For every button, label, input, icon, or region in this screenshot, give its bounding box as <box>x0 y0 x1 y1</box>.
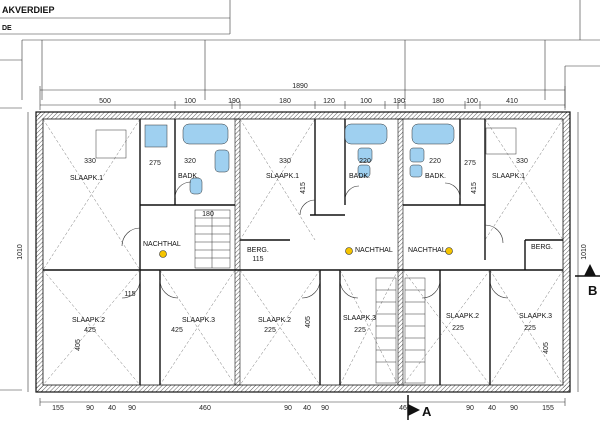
inner-dimension: 225 <box>354 327 366 334</box>
room-label-nachthal-right: NACHTHAL <box>408 247 446 254</box>
stairs <box>194 209 426 384</box>
room-label-nachthal-mid: NACHTHAL <box>355 247 393 254</box>
inner-dimension: 275 <box>464 160 476 167</box>
inner-dimension: 225 <box>524 325 536 332</box>
inner-dimension: 275 <box>149 160 161 167</box>
inner-dimension: 425 <box>84 327 96 334</box>
bottom-dimension: 155 <box>52 405 64 412</box>
ceiling-light-icon <box>159 250 167 258</box>
top-dimension-3: 190 <box>228 98 240 105</box>
inner-dimension: 425 <box>171 327 183 334</box>
room-label-slaapk3-b: SLAAPK.3 <box>343 315 376 322</box>
section-label-a: A <box>422 404 432 419</box>
bottom-dimension: 155 <box>542 405 554 412</box>
section-mark-b: B <box>575 264 600 298</box>
inner-dimension: 405 <box>305 316 312 328</box>
bottom-dimension: 90 <box>321 405 329 412</box>
room-label-slaapk3-a: SLAAPK.3 <box>182 317 215 324</box>
bottom-dimension: 40 <box>108 405 116 412</box>
inner-dimension: 405 <box>543 342 550 354</box>
inner-dimension: 330 <box>279 158 291 165</box>
top-dimension-4: 180 <box>279 98 291 105</box>
bottom-dimension: 90 <box>128 405 136 412</box>
street-name: AKVERDIEP <box>2 5 55 15</box>
room-label-nachthal-left: NACHTHAL <box>143 241 181 248</box>
bottom-dimension: 90 <box>510 405 518 412</box>
inner-dimension: 330 <box>516 158 528 165</box>
room-label-badk-right: BADK. <box>425 173 446 180</box>
room-label-slaapk1-left: SLAAPK.1 <box>70 175 103 182</box>
top-dimension-lines <box>39 86 566 110</box>
overall-dimension: 1890 <box>292 83 308 90</box>
bottom-dimension: 90 <box>284 405 292 412</box>
top-dimension-9: 100 <box>466 98 478 105</box>
top-dimension-6: 100 <box>360 98 372 105</box>
interior-walls <box>43 119 563 385</box>
side-dimension-left: 1010 <box>17 244 24 260</box>
room-diagonals <box>42 118 564 386</box>
inner-dimension: 115 <box>252 256 263 263</box>
room-label-slaapk2-a: SLAAPK.2 <box>72 317 105 324</box>
inner-dimension: 115 <box>124 291 135 298</box>
inner-dimension: 320 <box>184 158 196 165</box>
room-label-berg-left: BERG. <box>247 247 269 254</box>
top-dimension-10: 410 <box>506 98 518 105</box>
inner-dimension: 405 <box>75 339 82 351</box>
bottom-dimension: 40 <box>303 405 311 412</box>
bottom-dimension: 90 <box>466 405 474 412</box>
room-label-slaapk3-c: SLAAPK.3 <box>519 313 552 320</box>
room-label-slaapk2-b: SLAAPK.2 <box>258 317 291 324</box>
top-dimension-2: 100 <box>184 98 196 105</box>
top-dimension-1: 500 <box>99 98 111 105</box>
room-label-slaapk1-right: SLAAPK.1 <box>492 173 525 180</box>
room-label-berg-right: BERG. <box>531 244 553 251</box>
bottom-dimension: 90 <box>86 405 94 412</box>
top-dimension-5: 120 <box>323 98 335 105</box>
inner-dimension: 225 <box>264 327 276 334</box>
bottom-dimension-lines <box>39 398 566 406</box>
bottom-dimension: 460 <box>199 405 211 412</box>
top-dimension-7: 190 <box>393 98 405 105</box>
inner-dimension: 225 <box>452 325 464 332</box>
room-label-badk-left: BADK. <box>178 173 199 180</box>
outer-walls <box>35 111 571 393</box>
room-label-slaapk2-c: SLAAPK.2 <box>446 313 479 320</box>
street-name-suffix: DE <box>2 25 12 32</box>
inner-dimension: 415 <box>300 182 307 194</box>
inner-dimension: 220 <box>359 158 371 165</box>
inner-dimension: 330 <box>84 158 96 165</box>
ceiling-light-icon <box>445 247 453 255</box>
bottom-dimension: 40 <box>488 405 496 412</box>
top-dimension-8: 180 <box>432 98 444 105</box>
room-label-badk-mid: BADK. <box>349 173 370 180</box>
inner-dimension: 180 <box>202 211 214 218</box>
ceiling-lights <box>159 247 453 258</box>
side-dimension-right: 1010 <box>581 244 588 260</box>
party-walls <box>234 118 404 386</box>
section-mark-a: A <box>407 395 432 420</box>
ceiling-light-icon <box>345 247 353 255</box>
bottom-dimension: 460 <box>399 405 411 412</box>
room-label-slaapk1-mid: SLAAPK.1 <box>266 173 299 180</box>
door-swings <box>121 181 509 299</box>
bathroom-fixtures <box>95 123 517 195</box>
inner-dimension: 415 <box>471 182 478 194</box>
section-label-b: B <box>588 283 597 298</box>
inner-dimension: 220 <box>429 158 441 165</box>
